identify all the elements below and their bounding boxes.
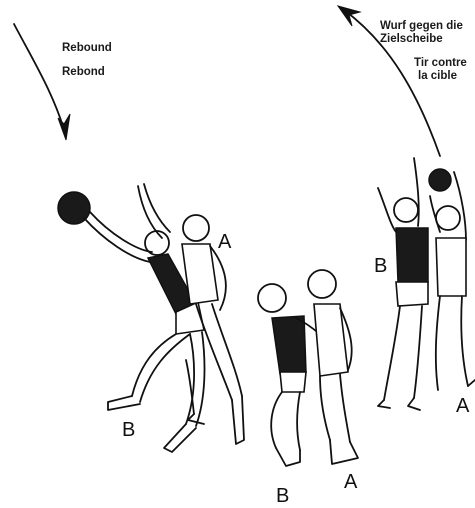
label-b-group2: B (276, 486, 289, 506)
label-b-group3: B (374, 256, 387, 276)
label-a-group2: A (344, 472, 357, 492)
shot-label-fr-line2: la cible (418, 70, 457, 83)
basketball-shot-ball (429, 169, 451, 191)
shot-label-de-line1: Wurf gegen die (380, 20, 463, 33)
shot-label-de-line2: Zielscheibe (380, 33, 443, 46)
rebound-label-de: Rebound (62, 42, 112, 55)
label-a-group1: A (218, 232, 231, 252)
shot-group (378, 158, 475, 410)
label-a-group3: A (456, 396, 469, 416)
middle-group (258, 270, 358, 466)
rebound-label-fr: Rebond (62, 66, 105, 79)
label-b-group1: B (122, 420, 135, 440)
shot-label-fr-line1: Tir contre (414, 57, 467, 70)
player-a-middle (308, 270, 358, 464)
rebound-group (58, 184, 244, 452)
player-a-shooter (430, 172, 475, 390)
player-b-shot (378, 158, 428, 410)
